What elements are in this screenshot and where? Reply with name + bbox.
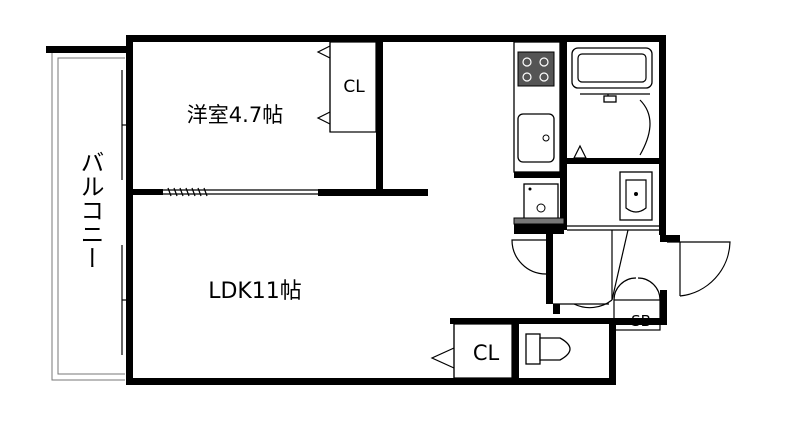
kitchen-sink-icon	[517, 113, 555, 163]
sliding-door-hatch	[167, 187, 208, 197]
balcony-label: バルコニー	[76, 150, 104, 270]
bathroom	[567, 47, 659, 164]
exterior-walls	[126, 35, 680, 385]
bedroom-partition	[133, 35, 428, 197]
ldk-label: LDK11帖	[208, 279, 302, 304]
kitchen	[513, 41, 567, 230]
bathtub-icon	[571, 47, 653, 89]
bedroom-closet: CL	[316, 41, 377, 133]
bedroom-label: 洋室4.7帖	[187, 103, 283, 127]
bedroom-closet-label: CL	[343, 77, 365, 97]
washroom	[513, 171, 659, 234]
ldk-closet-label: CL	[473, 341, 500, 365]
shoe-box-label: SB	[631, 312, 651, 330]
toilet-room	[512, 318, 616, 385]
toilet-icon	[525, 333, 571, 365]
shoe-box: SB	[613, 277, 661, 331]
balcony: バルコニー	[46, 46, 128, 381]
entrance	[511, 229, 731, 314]
stove-icon	[517, 51, 555, 87]
ldk-closet: CL	[430, 318, 520, 379]
balcony-windows	[121, 70, 131, 355]
